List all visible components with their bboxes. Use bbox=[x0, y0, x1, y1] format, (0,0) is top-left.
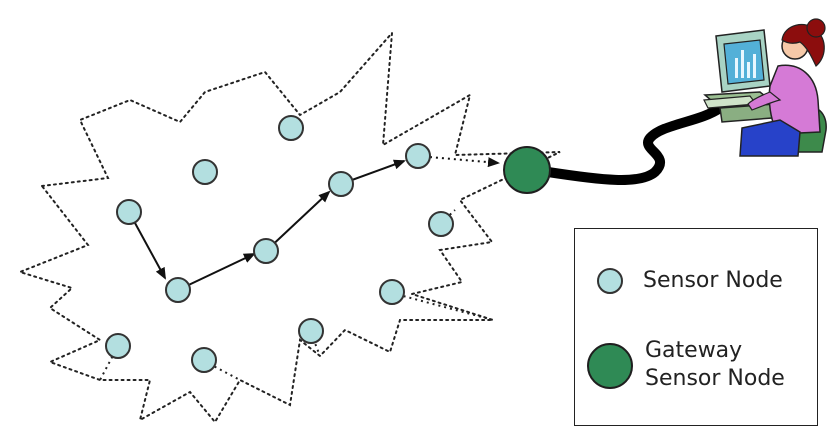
sensor-node-icon bbox=[328, 171, 354, 197]
sensor-node-icon bbox=[428, 211, 454, 237]
legend-gateway-text: Gateway Sensor Node bbox=[645, 337, 785, 393]
sensor-node-icon bbox=[165, 277, 191, 303]
user-at-computer-icon bbox=[703, 18, 827, 157]
legend-gateway-row: Gateway Sensor Node bbox=[587, 337, 785, 393]
route-arrow bbox=[177, 253, 256, 291]
legend-gateway-label-line1: Gateway bbox=[645, 338, 743, 363]
sensor-node-icon bbox=[192, 159, 218, 185]
sensor-node-icon bbox=[278, 115, 304, 141]
sensor-node-icon bbox=[298, 318, 324, 344]
legend-sensor-row: Sensor Node bbox=[597, 267, 783, 295]
sensor-nodes bbox=[105, 115, 454, 373]
sensor-node-icon bbox=[405, 143, 431, 169]
cable-icon bbox=[543, 103, 725, 185]
sensor-node-icon bbox=[597, 268, 623, 294]
sensor-node-icon bbox=[253, 238, 279, 264]
route-arrow bbox=[265, 190, 331, 252]
sensor-field-boundary bbox=[16, 30, 561, 424]
sensor-node-icon bbox=[116, 199, 142, 225]
legend: Sensor Node Gateway Sensor Node bbox=[574, 228, 818, 426]
dotted-link bbox=[310, 332, 321, 357]
gateway-node-icon bbox=[503, 146, 551, 194]
sensor-node-icon bbox=[105, 333, 131, 359]
route-arrow-dotted bbox=[417, 155, 500, 168]
legend-sensor-label: Sensor Node bbox=[643, 268, 783, 293]
gateway-node-icon bbox=[587, 343, 633, 389]
sensor-node-icon bbox=[379, 279, 405, 305]
sensor-node-icon bbox=[191, 347, 217, 373]
legend-gateway-label-line2: Sensor Node bbox=[645, 366, 785, 391]
